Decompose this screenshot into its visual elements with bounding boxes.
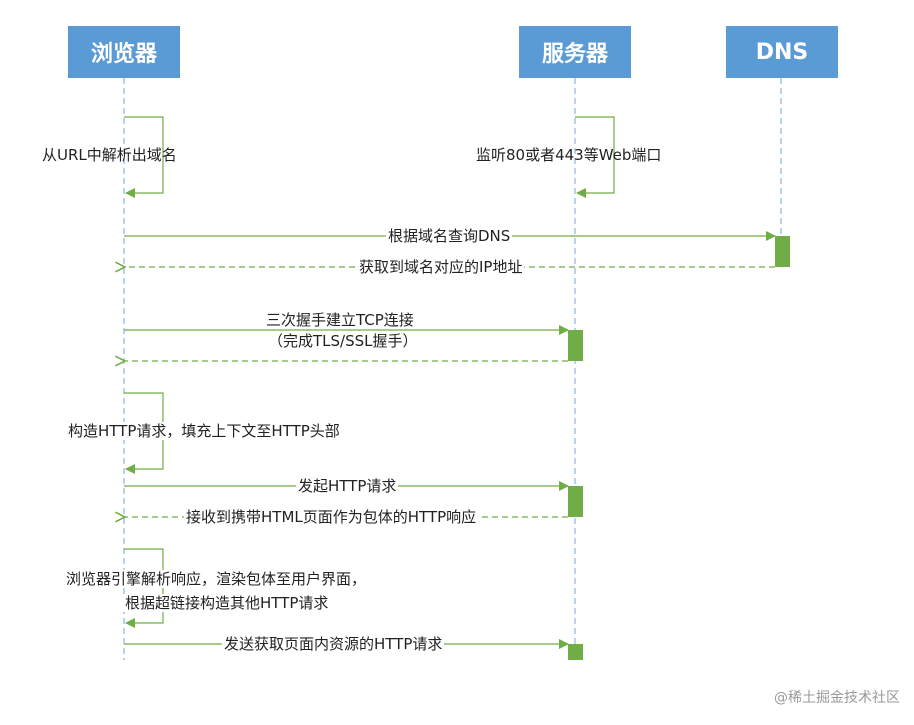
dns-actor-label: DNS [755, 39, 809, 65]
receive-response-label: 接收到携带HTML页面作为包体的HTTP响应 [184, 508, 479, 526]
browser-self-loop-parse-url [124, 116, 164, 198]
listen-port-label: 监听80或者443等Web端口 [476, 146, 662, 164]
tcp-handshake-label: 三次握手建立TCP连接 [264, 311, 416, 329]
browser-actor: 浏览器 [68, 26, 180, 78]
watermark: @稀土掘金技术社区 [774, 690, 900, 706]
render-response-label-line1: 浏览器引擎解析响应，渲染包体至用户界面， [64, 570, 369, 588]
server-self-loop-listen-port [575, 116, 615, 198]
render-response-label-line2: 根据超链接构造其他HTTP请求 [123, 594, 331, 612]
get-ip-label: 获取到域名对应的IP地址 [357, 258, 525, 276]
server-activation-bar-tcp [568, 330, 583, 361]
server-activation-bar-resources [568, 644, 583, 660]
dns-activation-bar [775, 236, 790, 267]
browser-actor-label: 浏览器 [90, 42, 157, 67]
server-activation-bar-http [568, 486, 583, 517]
server-actor-label: 服务器 [541, 42, 608, 67]
server-actor: 服务器 [519, 26, 631, 78]
query-dns-label: 根据域名查询DNS [386, 227, 513, 245]
parse-url-label: 从URL中解析出域名 [42, 146, 177, 164]
build-request-label: 构造HTTP请求，填充上下文至HTTP头部 [66, 422, 342, 440]
send-request-label: 发起HTTP请求 [296, 477, 399, 495]
dns-actor: DNS [726, 26, 838, 78]
tls-handshake-label: （完成TLS/SSL握手） [266, 332, 420, 350]
fetch-resources-label: 发送获取页面内资源的HTTP请求 [222, 635, 445, 653]
